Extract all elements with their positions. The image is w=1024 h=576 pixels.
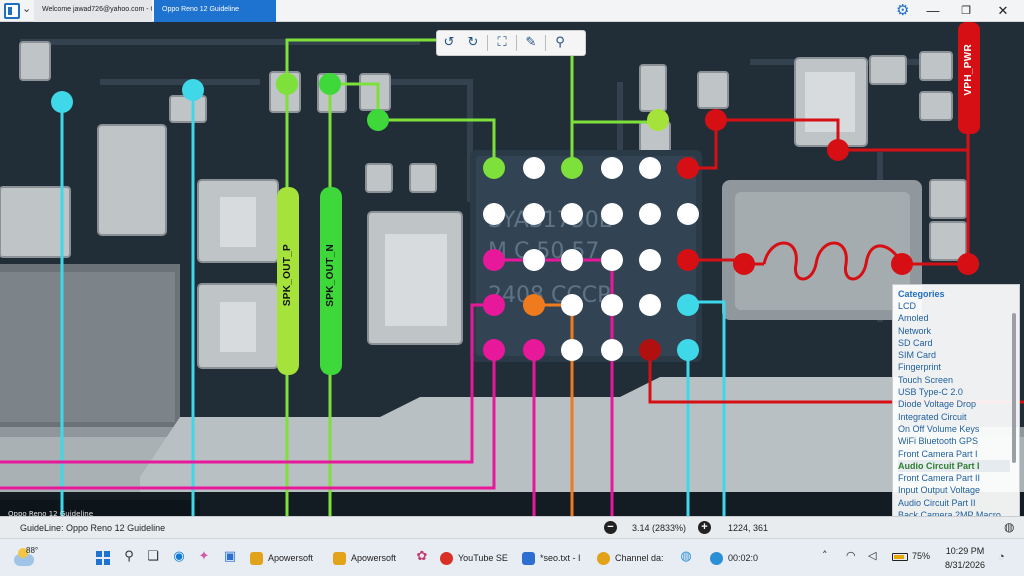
category-item-sim-card[interactable]: SIM Card bbox=[898, 350, 937, 361]
category-item-network[interactable]: Network bbox=[898, 325, 932, 336]
board-caption: Oppo Reno 12 Guideline bbox=[8, 510, 93, 518]
categories-title: Categories bbox=[898, 289, 945, 299]
taskbar-app-label: Apowersoft bbox=[351, 553, 397, 563]
search-icon[interactable]: ⚲ bbox=[124, 549, 134, 564]
store-icon[interactable]: ▣ bbox=[223, 549, 237, 564]
taskbar-app-label: Apowersoft bbox=[268, 553, 314, 563]
taskbar-app-recorder[interactable]: 00:02:0 bbox=[710, 545, 758, 571]
spk-out-p-label: SPK_OUT_P bbox=[282, 244, 293, 307]
clock-date: 8/31/2026 bbox=[944, 560, 986, 570]
folder-icon bbox=[250, 551, 263, 565]
category-item-touch-screen[interactable]: Touch Screen bbox=[898, 374, 954, 385]
chip-ball-grid bbox=[483, 157, 699, 361]
rotate-right-icon[interactable]: ↻ bbox=[467, 35, 479, 50]
taskbar-app-label: YouTube SE bbox=[458, 553, 508, 563]
zoom-in-button[interactable]: + bbox=[698, 521, 711, 534]
app-icon[interactable]: ✿ bbox=[416, 549, 428, 564]
weather-icon bbox=[14, 548, 34, 566]
viewer-toolbar: ↺ ↻ ⛶ ✎ ⚲ bbox=[436, 30, 586, 56]
category-item-back-camera-macro[interactable]: Back Camera 2MP Macro bbox=[898, 509, 1010, 519]
volume-icon[interactable]: ◁ bbox=[868, 549, 877, 562]
cursor-coordinates: 1224, 361 bbox=[728, 523, 769, 533]
category-item-audio-circuit-1[interactable]: Audio Circuit Part I bbox=[898, 459, 1010, 473]
notification-bell-icon[interactable]: ◔ bbox=[998, 551, 1005, 563]
vph-pwr-label: VPH_PWR bbox=[963, 44, 974, 96]
chip-text-line1: SYAS1750E bbox=[488, 208, 613, 233]
category-item-fingerprint[interactable]: Fingerprint bbox=[898, 362, 942, 373]
zoom-out-button[interactable]: − bbox=[604, 521, 617, 534]
chrome-icon bbox=[440, 551, 453, 565]
fit-screen-icon[interactable]: ⛶ bbox=[497, 35, 507, 50]
category-item-input-output-voltage[interactable]: Input Output Voltage bbox=[898, 485, 981, 496]
folder-icon bbox=[333, 551, 346, 565]
battery-percent: 75% bbox=[912, 551, 931, 561]
categories-scrollbar[interactable] bbox=[1012, 313, 1016, 463]
category-item-lcd[interactable]: LCD bbox=[898, 301, 917, 311]
globe-app-icon[interactable]: ◍ bbox=[680, 549, 692, 564]
taskbar-app-youtube[interactable]: YouTube SE bbox=[440, 545, 508, 571]
zoom-level: 3.14 (2833%) bbox=[632, 523, 687, 533]
category-item-diode-voltage-drop[interactable]: Diode Voltage Drop bbox=[898, 399, 977, 410]
rotate-left-icon[interactable]: ↺ bbox=[443, 35, 455, 50]
schematic-viewer[interactable]: SYAS1750E M C 50 57 2408 CCCP bbox=[0, 22, 1024, 537]
battery-icon[interactable] bbox=[892, 553, 908, 561]
guideline-label: GuideLine: Oppo Reno 12 Guideline bbox=[20, 523, 166, 533]
draw-icon[interactable]: ✎ bbox=[525, 35, 537, 50]
taskbar-app-label: *seo.txt - I bbox=[540, 553, 581, 563]
copilot-icon[interactable]: ✦ bbox=[198, 549, 210, 564]
gear-icon[interactable]: ⚙ bbox=[896, 2, 910, 19]
board-photo: SYAS1750E M C 50 57 2408 CCCP bbox=[0, 22, 1024, 537]
category-item-wifi-bluetooth-gps[interactable]: WiFi Bluetooth GPS bbox=[898, 436, 979, 447]
taskbar-app-label: Channel da: bbox=[615, 553, 664, 563]
title-bar: ⌄ Welcome jawad726@yahoo.com - Orion Opp… bbox=[0, 0, 1024, 22]
wifi-icon[interactable]: ◠ bbox=[846, 549, 856, 562]
categories-list: LCD Amoled Network SD Card SIM Card Fing… bbox=[898, 300, 1010, 519]
edge-browser-icon[interactable]: ◉ bbox=[173, 549, 185, 564]
task-view-icon[interactable]: ❏ bbox=[147, 549, 159, 564]
category-item-usb-type-c[interactable]: USB Type-C 2.0 bbox=[898, 387, 963, 398]
taskbar-app-label: 00:02:0 bbox=[728, 553, 759, 563]
globe-icon[interactable]: ◍ bbox=[1004, 520, 1015, 534]
chevron-up-icon[interactable]: ˄ bbox=[822, 549, 828, 562]
minimize-button[interactable]: — bbox=[926, 3, 940, 18]
toolbar-divider bbox=[487, 35, 488, 51]
toolbar-divider bbox=[516, 35, 517, 51]
weather-temp: 88° bbox=[26, 546, 39, 555]
close-button[interactable]: ✕ bbox=[997, 3, 1009, 18]
tab-welcome[interactable]: Welcome jawad726@yahoo.com - Orion bbox=[34, 0, 152, 22]
category-item-integrated-circuit[interactable]: Integrated Circuit bbox=[898, 411, 967, 422]
tab-oppo-guideline[interactable]: Oppo Reno 12 Guideline bbox=[154, 0, 276, 22]
app-icon[interactable] bbox=[4, 3, 20, 19]
clock-time: 10:29 PM bbox=[945, 546, 985, 556]
category-item-audio-circuit-2[interactable]: Audio Circuit Part II bbox=[898, 497, 976, 508]
maximize-button[interactable]: ❐ bbox=[961, 5, 971, 17]
weather-widget[interactable]: 88° bbox=[14, 544, 54, 572]
spk-out-n-label: SPK_OUT_N bbox=[325, 244, 336, 307]
category-item-front-camera-1[interactable]: Front Camera Part I bbox=[898, 448, 978, 459]
recorder-icon bbox=[710, 551, 723, 565]
category-item-amoled[interactable]: Amoled bbox=[898, 313, 929, 324]
notepad-icon bbox=[522, 551, 535, 565]
categories-panel: Categories LCD Amoled Network SD Card SI… bbox=[892, 284, 1020, 520]
status-bar: GuideLine: Oppo Reno 12 Guideline − 3.14… bbox=[0, 516, 1024, 538]
taskbar: 88° ⚲ ❏ ◉ ✦ ▣ Apowersoft Apowersoft ✿ Yo… bbox=[0, 538, 1024, 576]
taskbar-app-channel[interactable]: Channel da: bbox=[597, 545, 664, 571]
start-button[interactable] bbox=[96, 551, 110, 565]
search-icon[interactable]: ⚲ bbox=[555, 35, 565, 50]
taskbar-app-apowersoft-2[interactable]: Apowersoft bbox=[333, 545, 396, 571]
taskbar-app-apowersoft-1[interactable]: Apowersoft bbox=[250, 545, 313, 571]
toolbar-divider bbox=[545, 35, 546, 51]
taskbar-app-notepad[interactable]: *seo.txt - I bbox=[522, 545, 581, 571]
category-item-sd-card[interactable]: SD Card bbox=[898, 337, 933, 348]
category-item-on-off-volume-keys[interactable]: On Off Volume Keys bbox=[898, 423, 980, 434]
chevron-down-icon[interactable]: ⌄ bbox=[22, 3, 32, 15]
category-item-front-camera-2[interactable]: Front Camera Part II bbox=[898, 473, 981, 484]
chrome-icon bbox=[597, 551, 610, 565]
clock[interactable]: 10:29 PM 8/31/2026 bbox=[942, 544, 988, 572]
